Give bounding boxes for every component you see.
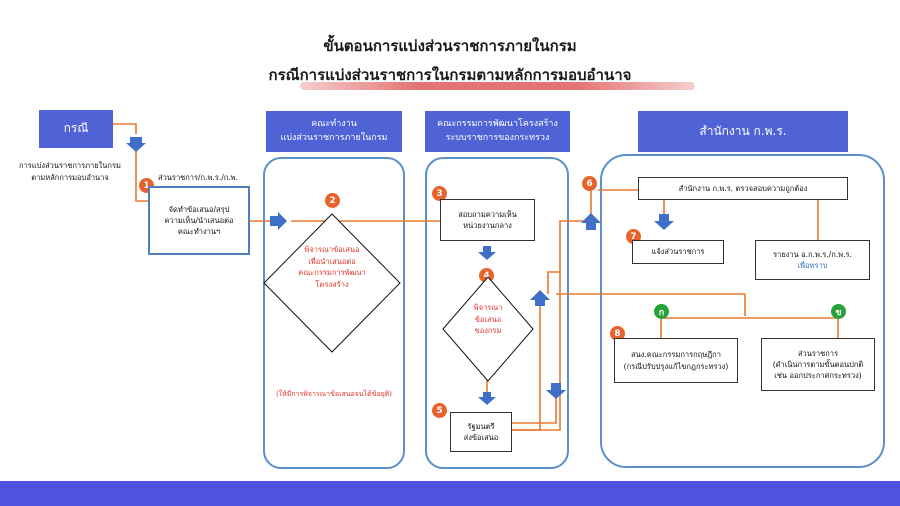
step-1-box-line1: จัดทำข้อเสนอ/สรุป	[168, 204, 230, 214]
case-description-line1: การแบ่งส่วนราชการภายในกรม	[19, 161, 121, 170]
step-2-line2: เพื่อนำเสนอต่อ	[308, 256, 356, 266]
header-ocsc: สำนักงาน ก.พ.ร.	[638, 111, 848, 152]
header-committee-line2: ระบบราชการของกระทรวง	[445, 132, 550, 143]
footer-bar	[0, 481, 900, 506]
step-2-line3: คณะกรรมการพัฒนา	[298, 268, 366, 278]
lane-working-group	[263, 157, 405, 469]
step-3-line2: หน่วยงานกลาง	[463, 221, 512, 230]
header-case: กรณี	[39, 110, 113, 148]
report-line2: เพื่อทราบ	[797, 261, 828, 270]
step-2-text: พิจารณาข้อเสนอ เพื่อนำเสนอต่อ คณะกรรมการ…	[282, 244, 382, 291]
step-2-diamond	[263, 213, 401, 353]
title-underline	[300, 82, 695, 90]
branch-b-line3: เช่น ออกประกาศกระทรวง)	[774, 371, 862, 381]
step-8-line1: สนง.คณะกรรมการกฤษฎีกา	[631, 350, 721, 360]
step-5-box: รัฐมนตรี ส่งข้อเสนอ	[450, 412, 512, 452]
step-5-line1: รัฐมนตรี	[467, 421, 495, 431]
header-working-group-line1: คณะทำงาน	[311, 119, 357, 130]
step-4-line2: ข้อเสนอ	[474, 314, 502, 324]
branch-b-marker: ข	[831, 304, 846, 319]
page-title: ขั้นตอนการแบ่งส่วนราชการภายในกรม	[323, 37, 577, 55]
step-1-actor: ส่วนราชการ/ก.พ.ร./ก.พ.	[158, 173, 238, 182]
branch-b-box: ส่วนราชการ (ดำเนินการตามขั้นตอนปกติ เช่น…	[761, 338, 875, 391]
header-working-group: คณะทำงาน แบ่งส่วนราชการภายในกรม	[266, 111, 402, 152]
step-3-box: สอบถามความเห็น หน่วยงานกลาง	[440, 199, 535, 241]
step-2-line1: พิจารณาข้อเสนอ	[304, 245, 360, 254]
lane-ocsc	[600, 154, 885, 468]
step-6-marker: 6	[582, 176, 597, 191]
header-committee: คณะกรรมการพัฒนาโครงสร้าง ระบบราชการของกร…	[425, 111, 570, 152]
page-subtitle: กรณีการแบ่งส่วนราชการในกรมตามหลักการมอบอ…	[268, 66, 632, 84]
step-3-line1: สอบถามความเห็น	[458, 209, 517, 219]
step-5-line2: ส่งข้อเสนอ	[463, 433, 499, 442]
step-3-marker: 3	[432, 186, 447, 201]
report-box: รายงาน อ.ก.พ.ร./ก.พ.ร. เพื่อทราบ	[755, 240, 870, 280]
step-2-marker: 2	[325, 193, 340, 208]
branch-b-line1: ส่วนราชการ	[797, 348, 839, 358]
step-6-box: สำนักงาน ก.พ.ร. ตรวจสอบความถูกต้อง	[638, 177, 848, 200]
step-8-box: สนง.คณะกรรมการกฤษฎีกา (กรณีปรับปรุงแก้ไข…	[614, 338, 738, 383]
case-description: การแบ่งส่วนราชการภายในกรม ตามหลักการมอบอ…	[6, 160, 134, 183]
step-5-marker: 5	[432, 403, 447, 418]
step-1-box: จัดทำข้อเสนอ/สรุป ความเห็น/นำเสนอต่อ คณะ…	[148, 186, 250, 255]
header-ocsc-label: สำนักงาน ก.พ.ร.	[699, 123, 787, 138]
branch-b-line2: (ดำเนินการตามขั้นตอนปกติ	[772, 359, 864, 369]
step-8-marker: 8	[610, 326, 625, 341]
header-committee-line1: คณะกรรมการพัฒนาโครงสร้าง	[437, 119, 558, 130]
branch-a-marker: ก	[654, 304, 669, 319]
report-line1: รายงาน อ.ก.พ.ร./ก.พ.ร.	[773, 249, 852, 259]
step-7-text: แจ้งส่วนราชการ	[651, 247, 705, 257]
header-case-label: กรณี	[63, 121, 89, 136]
step-2-note: (ให้มีการพิจารณาข้อเสนอจนได้ข้อยุติ)	[275, 390, 393, 398]
step-8-line2: (กรณีปรับปรุงแก้ไขกฎกระทรวง)	[623, 361, 729, 371]
step-7-box: แจ้งส่วนราชการ	[632, 240, 724, 264]
step-1-box-line3: คณะทำงานฯ	[177, 227, 221, 237]
step-1-box-line2: ความเห็น/นำเสนอต่อ	[164, 215, 234, 225]
step-2-line4: โครงสร้าง	[315, 279, 349, 289]
case-description-line2: ตามหลักการมอบอำนาจ	[31, 172, 109, 182]
lane-committee	[425, 157, 569, 469]
step-4-line3: ของกรม	[474, 326, 502, 336]
step-4-text: พิจารณา ข้อเสนอ ของกรม	[458, 302, 518, 337]
step-6-text: สำนักงาน ก.พ.ร. ตรวจสอบความถูกต้อง	[678, 183, 808, 193]
header-working-group-line2: แบ่งส่วนราชการภายในกรม	[280, 132, 388, 143]
step-4-line1: พิจารณา	[473, 303, 503, 312]
step-4-diamond	[442, 276, 534, 382]
